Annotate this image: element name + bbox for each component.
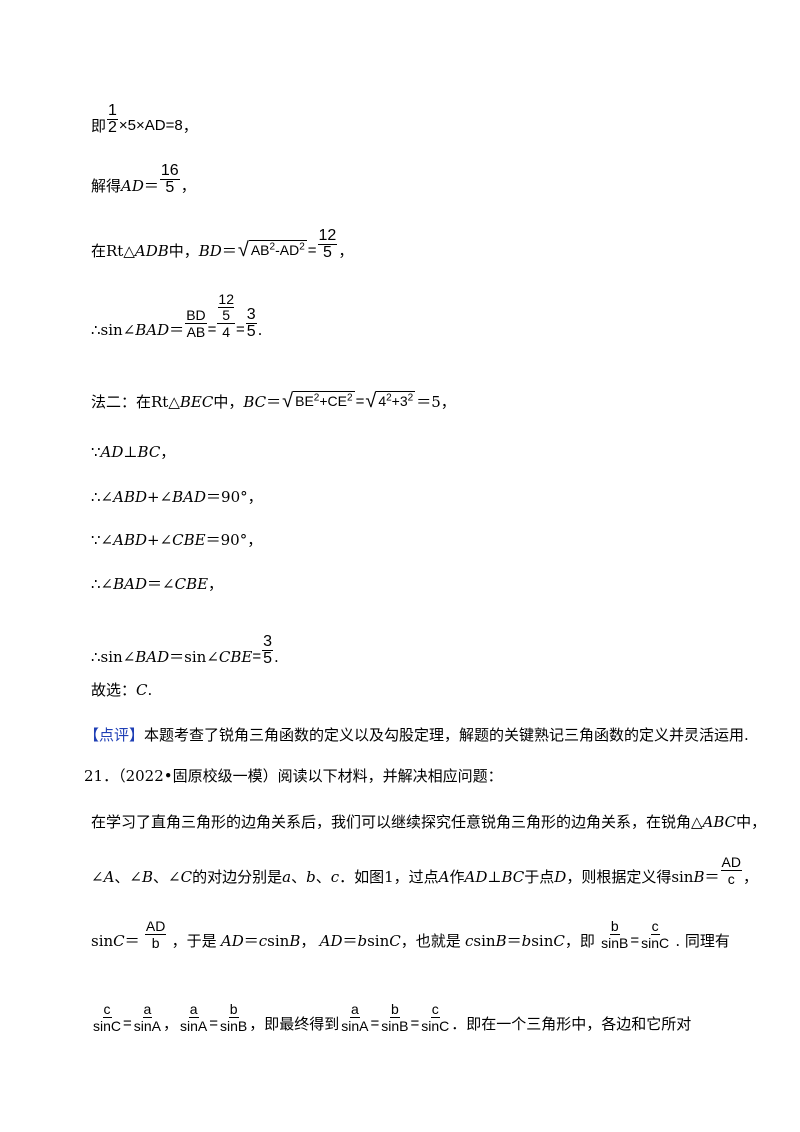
comment-label: 【点评】 <box>84 726 145 744</box>
line-6: ∵ AD ⊥ BC ， <box>91 443 176 461</box>
line-5: 法二：在Rt△ BEC 中， BC ＝ √ BE2+CE2 = √ 42+32 … <box>91 390 456 412</box>
line-8: ∵∠ ABD +∠ CBE ＝90°， <box>91 531 263 549</box>
sqrt-expression: √ AB2-AD2 <box>237 239 307 261</box>
expression: ×5×AD=8 <box>118 117 183 134</box>
text: 即 <box>91 117 107 135</box>
sqrt-expression: √ 42+32 <box>365 390 416 412</box>
line-7: ∴∠ ABD +∠ BAD ＝90°， <box>91 488 263 506</box>
sqrt-expression: √ BE2+CE2 <box>282 390 355 412</box>
comment-line: 【点评】 本题考查了锐角三角函数的定义以及勾股定理，解题的关键熟记三角函数的定义… <box>84 726 749 744</box>
line-14: 在学习了直角三角形的边角关系后，我们可以继续探究任意锐角三角形的边角关系，在锐角… <box>91 813 767 831</box>
line-9: ∴∠ BAD ＝∠ CBE ， <box>91 575 224 593</box>
line-11: 故选： C . <box>91 681 153 699</box>
question-header: 21．（2022•固原校级一模）阅读以下材料，并解决相应问题： <box>84 767 503 785</box>
compound-fraction: 12 5 4 <box>217 291 235 340</box>
